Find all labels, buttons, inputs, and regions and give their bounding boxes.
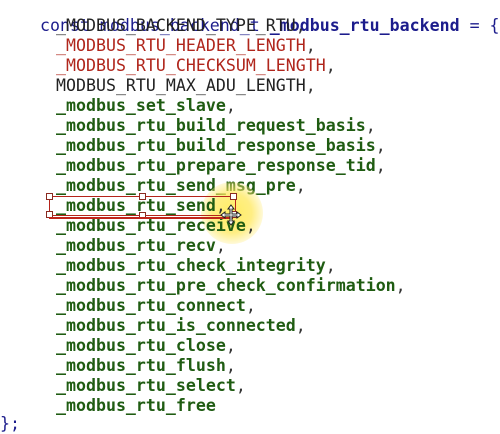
- code-line-selected: _modbus_rtu_send,: [56, 196, 226, 215]
- line-text: _modbus_rtu_flush: [56, 356, 226, 375]
- declaration-type: const modbus_backend_t: [39, 16, 270, 35]
- move-cursor-icon: [220, 204, 242, 226]
- line-text: _modbus_rtu_check_integrity: [56, 256, 326, 275]
- line-text: _MODBUS_RTU_CHECKSUM_LENGTH: [56, 56, 326, 75]
- line-text: _modbus_rtu_receive: [56, 216, 246, 235]
- line-text: _modbus_rtu_free: [56, 396, 216, 415]
- code-line: _modbus_rtu_select,: [56, 376, 246, 395]
- code-line: _modbus_rtu_is_connected,: [56, 316, 306, 335]
- resize-handle[interactable]: [46, 193, 53, 200]
- line-text: _MODBUS_BACKEND_TYPE_RTU: [56, 16, 296, 35]
- line-text: _modbus_rtu_build_response_basis: [56, 136, 376, 155]
- code-line: _modbus_rtu_flush,: [56, 356, 236, 375]
- code-line: _modbus_rtu_prepare_response_tid,: [56, 156, 386, 175]
- line-text: _modbus_rtu_build_request_basis: [56, 116, 366, 135]
- line-text: _modbus_rtu_send: [56, 196, 216, 215]
- code-line: _MODBUS_BACKEND_TYPE_RTU,: [56, 16, 306, 35]
- backend-variable-name: _modbus_rtu_backend: [269, 16, 460, 35]
- code-line: _modbus_rtu_build_response_basis,: [56, 136, 386, 155]
- line-text: _modbus_rtu_recv: [56, 236, 216, 255]
- code-line: MODBUS_RTU_MAX_ADU_LENGTH,: [56, 76, 316, 95]
- code-line: _modbus_rtu_build_request_basis,: [56, 116, 376, 135]
- code-line: _MODBUS_RTU_CHECKSUM_LENGTH,: [56, 56, 336, 75]
- resize-handle[interactable]: [230, 193, 237, 200]
- code-line-declaration: const modbus_backend_t _modbus_rtu_backe…: [0, 0, 500, 35]
- code-line: _modbus_rtu_receive,: [56, 216, 256, 235]
- code-line: _modbus_rtu_check_integrity,: [56, 256, 336, 275]
- code-line: _modbus_set_slave,: [56, 96, 236, 115]
- line-text: _modbus_set_slave: [56, 96, 226, 115]
- code-line: _modbus_rtu_close,: [56, 336, 236, 355]
- line-text: MODBUS_RTU_MAX_ADU_LENGTH: [56, 76, 306, 95]
- line-text: _modbus_rtu_send_msg_pre: [56, 176, 296, 195]
- code-line: _modbus_rtu_pre_check_confirmation,: [56, 276, 406, 295]
- resize-handle[interactable]: [139, 193, 146, 200]
- code-line: _modbus_rtu_recv,: [56, 236, 226, 255]
- code-line: _modbus_rtu_connect,: [56, 296, 256, 315]
- line-text: _modbus_rtu_connect: [56, 296, 246, 315]
- line-text: _modbus_rtu_pre_check_confirmation: [56, 276, 396, 295]
- code-line: _modbus_rtu_free: [0, 396, 216, 416]
- declaration-open-brace: = {: [459, 16, 500, 35]
- line-text: _modbus_rtu_prepare_response_tid: [56, 156, 376, 175]
- code-line-closing-brace: };: [0, 414, 20, 433]
- line-text: _modbus_rtu_select: [56, 376, 236, 395]
- code-line: _MODBUS_RTU_HEADER_LENGTH,: [56, 36, 316, 55]
- line-text: _modbus_rtu_is_connected: [56, 316, 296, 335]
- line-text: _modbus_rtu_close: [56, 336, 226, 355]
- annotation-underline[interactable]: [49, 217, 233, 219]
- line-text: _MODBUS_RTU_HEADER_LENGTH: [56, 36, 306, 55]
